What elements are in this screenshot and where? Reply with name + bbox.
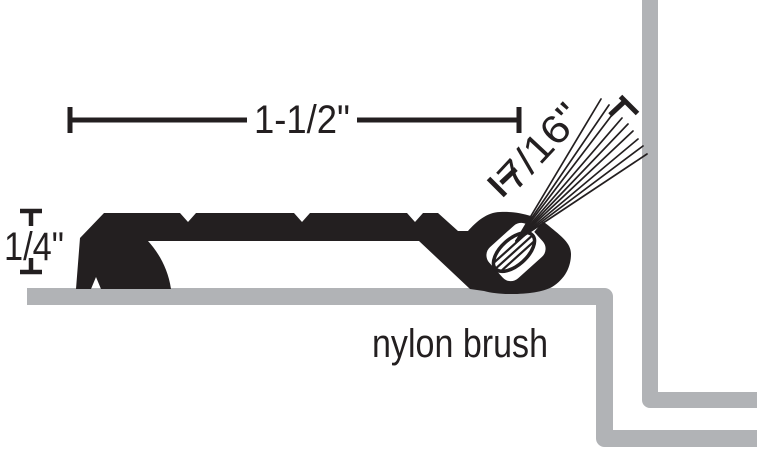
height-dimension: 1/4" <box>4 208 64 275</box>
dimension-stub-lower <box>499 167 518 185</box>
brush-ferrule <box>491 230 537 274</box>
height-dimension-label: 1/4" <box>4 225 64 269</box>
bristle-line <box>515 138 639 242</box>
brush-caption: nylon brush <box>372 322 548 366</box>
bristle-line <box>515 123 629 242</box>
bristle-line <box>515 98 602 242</box>
width-dimension: 1-1/2" <box>67 98 522 142</box>
brush-dimension-label: 7/16" <box>489 95 591 200</box>
dimension-tick-upper <box>618 94 640 116</box>
bristle-line <box>515 110 616 242</box>
bristle-line <box>515 130 634 242</box>
bristle-line <box>515 117 623 242</box>
width-dimension-label: 1-1/2" <box>254 98 350 142</box>
sweep-profile <box>76 211 571 295</box>
dimension-tick-lower <box>486 176 508 198</box>
bristle-fan <box>515 98 648 242</box>
bristle-line <box>515 145 644 242</box>
threshold-floor-outline <box>27 288 757 447</box>
bristle-line <box>515 104 610 242</box>
ferrule-stripe <box>500 240 535 272</box>
dimension-stub-upper <box>608 99 627 117</box>
door-panel-outline <box>642 0 757 408</box>
ferrule-stripe <box>495 235 533 269</box>
bristle-line <box>515 153 648 242</box>
